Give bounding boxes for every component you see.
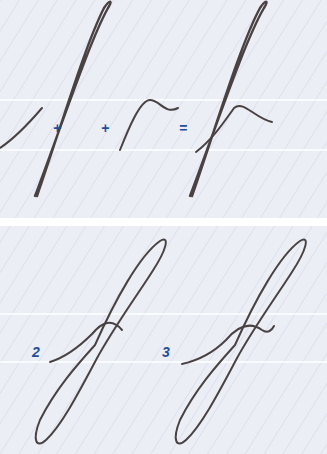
- callout-number: 3: [162, 345, 170, 359]
- callout-number: 2: [32, 345, 40, 359]
- operator-sign: +: [53, 121, 61, 135]
- operator-sign: +: [101, 121, 109, 135]
- operator-sign: =: [179, 121, 187, 135]
